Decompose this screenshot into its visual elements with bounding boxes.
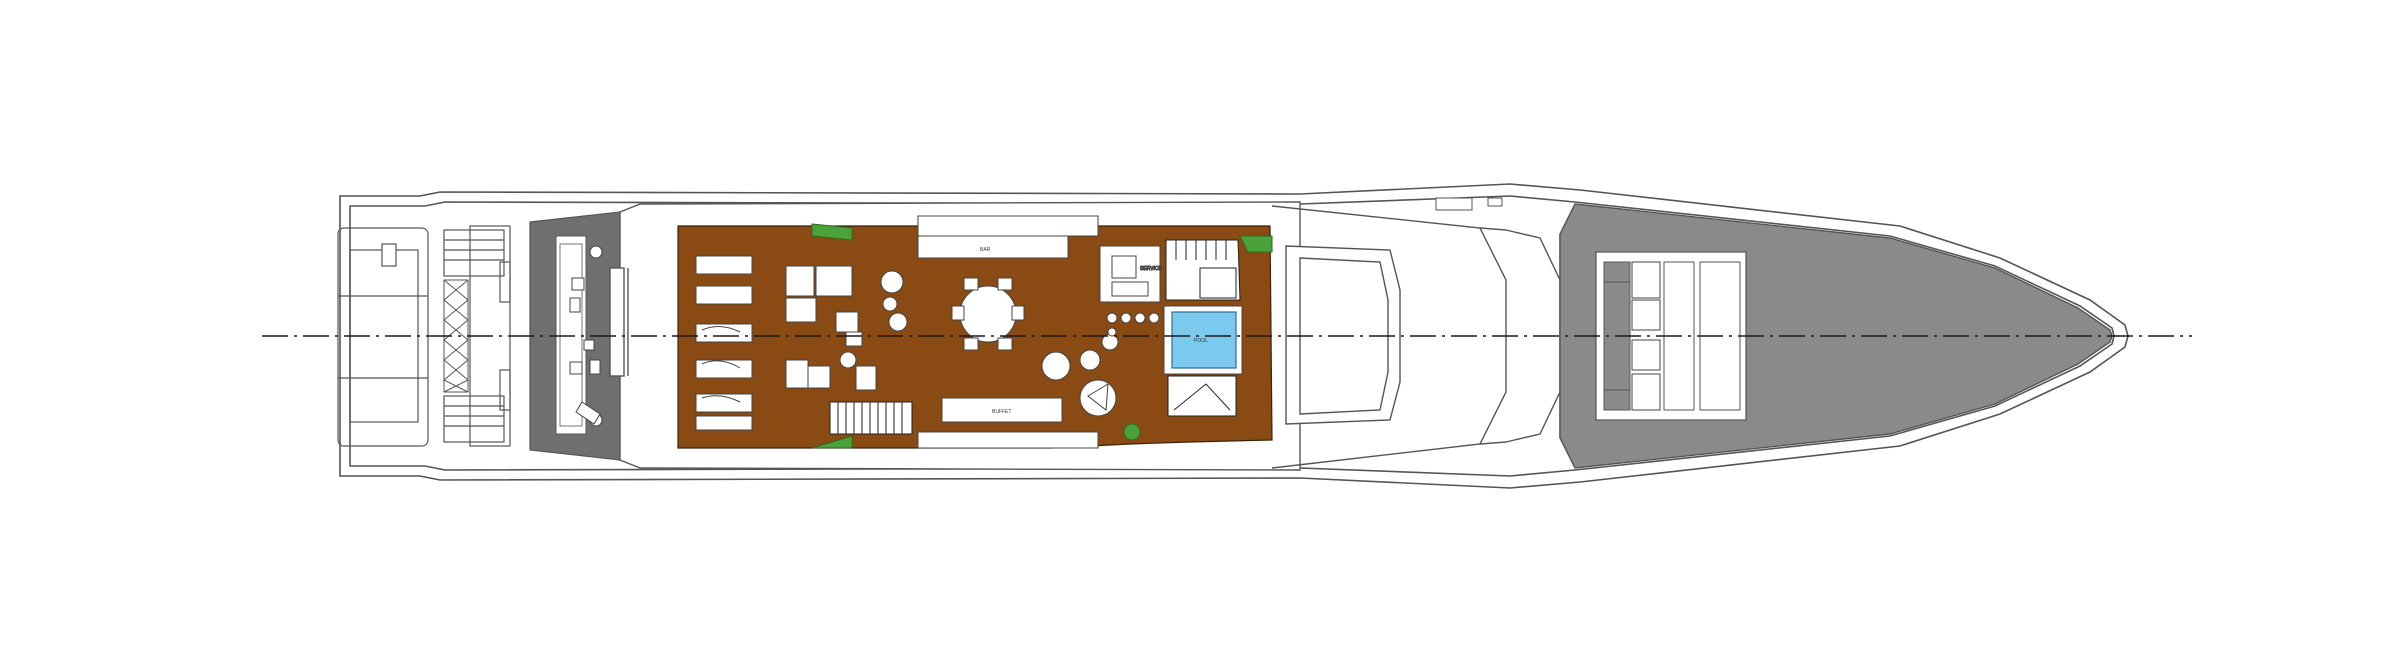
planter-aft-bottom bbox=[811, 435, 853, 449]
foredeck bbox=[1435, 197, 2113, 469]
sun-lounger bbox=[695, 255, 753, 275]
stern-step bbox=[381, 243, 397, 267]
stern-block bbox=[337, 227, 429, 447]
dining-chair bbox=[963, 277, 979, 291]
stern-stairs-left bbox=[443, 229, 505, 277]
pool-label: POOL bbox=[1194, 338, 1208, 344]
sun-lounger bbox=[695, 393, 753, 413]
sun-lounger bbox=[695, 415, 753, 431]
sun-lounger bbox=[695, 359, 753, 379]
planter-aft-top bbox=[811, 223, 853, 241]
service-label: SERVICE bbox=[1140, 266, 1163, 272]
dining-chair bbox=[951, 305, 965, 321]
bar-label: BAR bbox=[980, 247, 991, 253]
buffet-label: BUFFET bbox=[992, 409, 1011, 415]
lounge-chairs bbox=[1041, 333, 1119, 417]
dining-chair bbox=[1011, 305, 1025, 321]
service-area: SERVICE bbox=[1099, 245, 1163, 337]
pool-water bbox=[1171, 311, 1237, 369]
dining-chair bbox=[997, 277, 1013, 291]
planters bbox=[811, 223, 1273, 449]
hull-outer bbox=[339, 183, 2129, 489]
dining-set bbox=[951, 277, 1025, 351]
superstructure-fwd bbox=[1271, 205, 1561, 469]
lounge-seating bbox=[785, 265, 908, 391]
buffet-counter: BUFFET bbox=[917, 397, 1099, 449]
companionway bbox=[1165, 239, 1241, 417]
stern-stairs-right bbox=[443, 395, 505, 443]
bar-counter: BAR bbox=[917, 215, 1099, 259]
dining-chair bbox=[997, 337, 1013, 351]
pool: POOL bbox=[1163, 305, 1243, 375]
planter-fwd-bottom bbox=[1123, 423, 1141, 441]
sun-lounger bbox=[695, 285, 753, 305]
sun-lounger bbox=[695, 323, 753, 343]
round-table-icon bbox=[959, 285, 1017, 343]
sun-loungers bbox=[695, 255, 753, 431]
dining-chair bbox=[963, 337, 979, 351]
staircase-icon bbox=[829, 401, 913, 435]
planter-fwd-top bbox=[1239, 235, 1273, 253]
